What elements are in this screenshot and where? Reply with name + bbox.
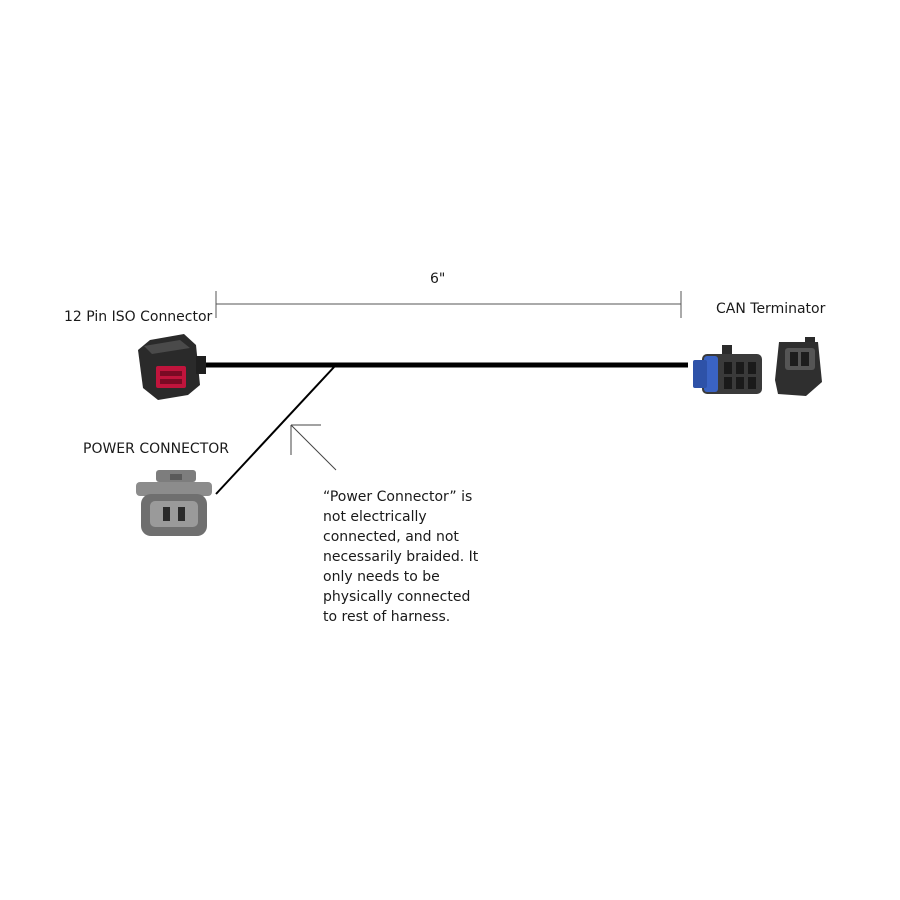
note-pointer-arrow <box>290 424 337 471</box>
note-line: necessarily braided. It <box>323 549 479 565</box>
iso-connector-icon <box>138 334 206 400</box>
iso-connector-label: 12 Pin ISO Connector <box>64 309 213 325</box>
note-line: to rest of harness. <box>323 609 451 625</box>
note-line: connected, and not <box>323 529 459 545</box>
power-connector-icon <box>136 470 212 536</box>
branch-cable <box>215 365 336 495</box>
can-terminator-label: CAN Terminator <box>716 301 826 317</box>
note-line: only needs to be <box>323 569 440 585</box>
dimension-label: 6" <box>430 271 446 287</box>
power-connector-note: “Power Connector” is not electrically co… <box>323 487 498 627</box>
dimension-marker <box>215 291 682 318</box>
note-line: “Power Connector” is <box>323 489 473 505</box>
note-line: physically connected <box>323 589 471 605</box>
power-connector-label: POWER CONNECTOR <box>83 441 229 457</box>
can-terminator-cap-icon <box>775 337 822 396</box>
can-terminator-connector-icon <box>693 345 762 394</box>
note-line: not electrically <box>323 509 427 525</box>
